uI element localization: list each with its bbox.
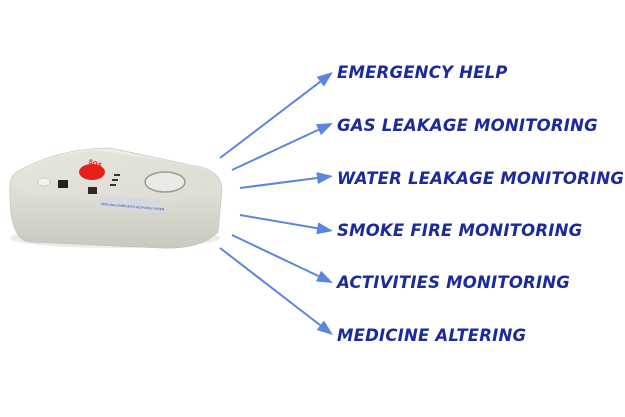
arrow-head-icon xyxy=(316,320,333,335)
device: SOS PERSONAL EMERGENCY RESPONSE SYSTEM xyxy=(9,147,223,249)
feature-water-leakage: WATER LEAKAGE MONITORING xyxy=(337,169,625,188)
feature-activities: ACTIVITIES MONITORING xyxy=(337,273,571,292)
arrow-head-icon xyxy=(316,172,333,184)
arrow-line xyxy=(219,80,321,159)
feature-smoke-fire: SMOKE FIRE MONITORING xyxy=(337,221,583,240)
arrow-line xyxy=(231,128,319,171)
arrow-line xyxy=(239,177,318,189)
arrows xyxy=(219,72,333,335)
sos-button xyxy=(79,164,105,180)
feature-gas-leakage: GAS LEAKAGE MONITORING xyxy=(337,116,598,135)
device-label-text: PERSONAL EMERGENCY RESPONSE SYSTEM xyxy=(101,202,165,212)
arrow-head-icon xyxy=(316,222,333,235)
arrow-head-icon xyxy=(315,270,333,283)
svg-text:SOS: SOS xyxy=(87,158,102,169)
arrow-head-icon xyxy=(315,123,333,136)
arrow-line xyxy=(231,234,319,278)
arrow-line xyxy=(219,247,321,327)
speaker-grille xyxy=(144,171,186,193)
feature-medicine: MEDICINE ALTERING xyxy=(337,326,527,345)
feature-emergency-help: EMERGENCY HELP xyxy=(337,63,508,82)
label-plate xyxy=(98,195,162,213)
arrow-head-icon xyxy=(316,72,333,87)
arrow-line xyxy=(239,214,318,230)
